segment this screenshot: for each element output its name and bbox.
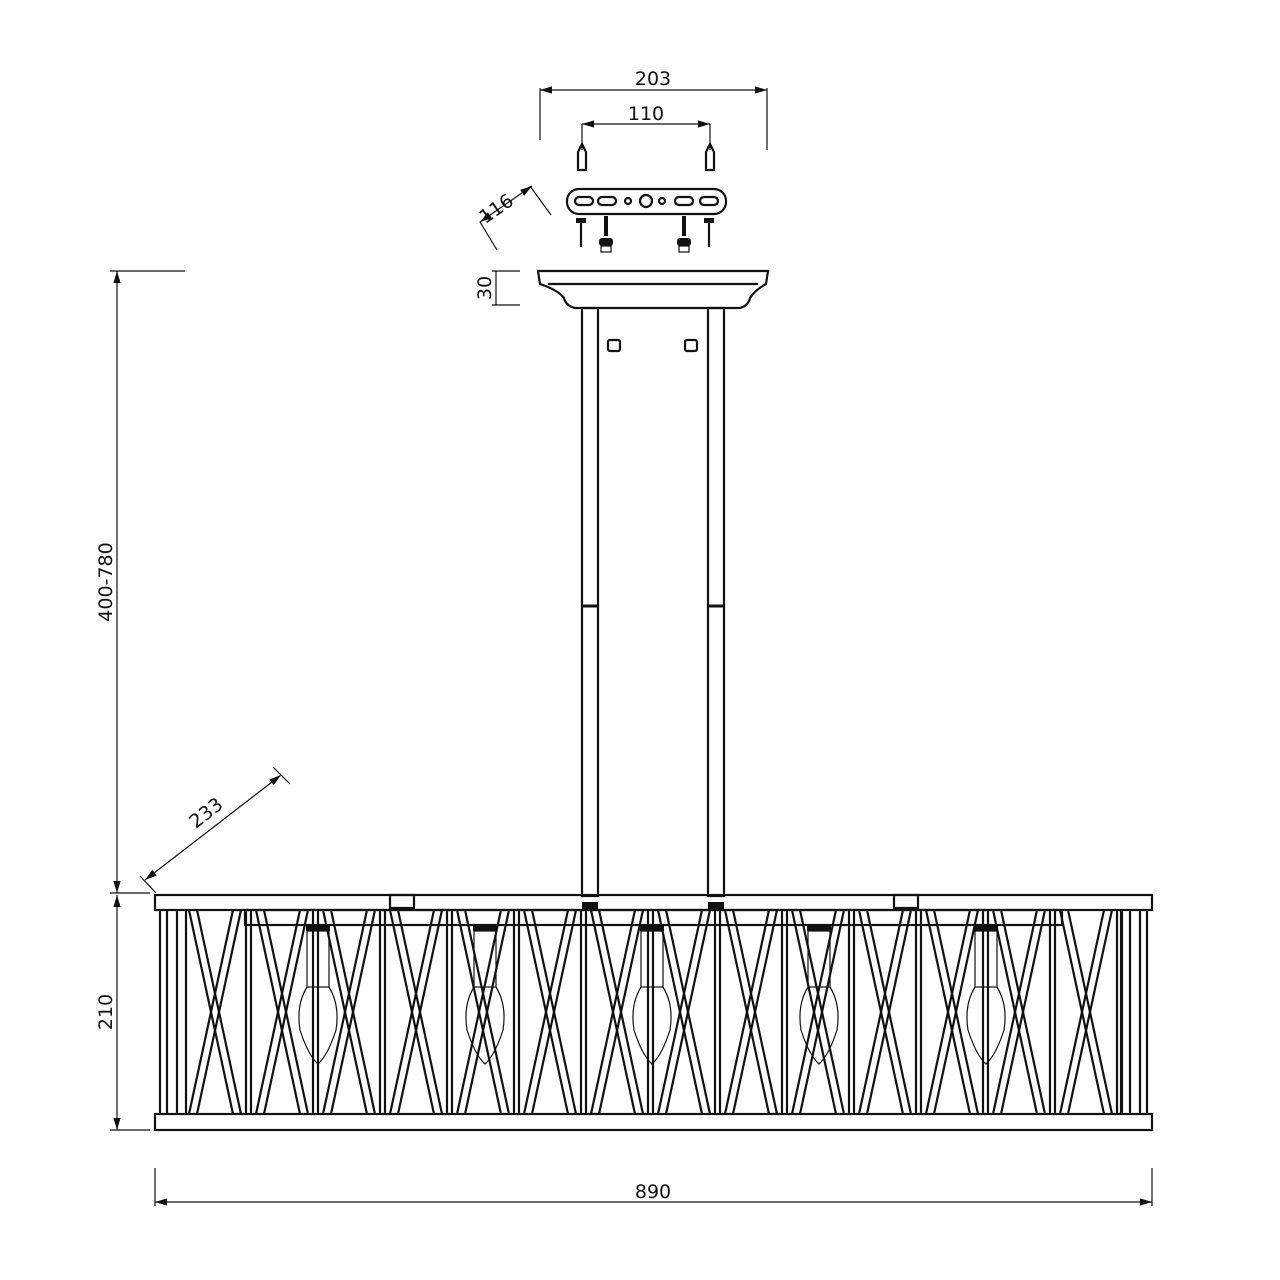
dimension-label: 203 [635,68,671,90]
dimension-mount-width: 203 [539,68,768,150]
bulb-icon [465,926,505,1065]
diagonal-rod [1058,909,1106,1115]
diagonal-rod [187,909,235,1115]
diagonal-rod [798,909,846,1115]
bulb-glass [966,986,1006,1065]
cross-rod-pair [723,909,779,1115]
dimension-suspension-height: 400-780 [95,270,185,894]
cross-rod-pair [790,909,846,1115]
diagonal-rod [321,909,369,1115]
diagonal-rod [329,909,377,1115]
diagonal-rod [195,909,243,1115]
diagonal-rod [262,909,310,1115]
diagonal-rod [254,909,302,1115]
bulb-glass [632,986,672,1065]
chandelier-shade [158,908,1149,1115]
bulbs [298,926,1006,1065]
diagonal-rod [924,909,972,1115]
bulb-glass [465,986,505,1065]
dimension-label: 233 [185,793,227,833]
dimension-total-width: 890 [154,1168,1153,1206]
dimension-label: 30 [474,276,496,300]
diagonal-rod [530,909,578,1115]
suspension-rods [580,306,726,898]
socket [974,930,998,988]
socket-cap [640,926,664,931]
dimension-shade-depth: 233 [139,766,291,894]
diagonal-rod [790,909,838,1115]
dimension-mount-depth: 116 [475,185,552,251]
bulb-glass [298,986,338,1065]
ceiling-canopy [536,269,770,310]
cross-rod-pair [924,909,980,1115]
cross-rod-pair [656,909,712,1115]
diagonal-rod [597,909,645,1115]
dimension-screw-spacing: 110 [581,103,711,150]
diagonal-rod [731,909,779,1115]
dimension-canopy-height: 30 [474,270,520,306]
diagonal-rod [723,909,771,1115]
socket-cap [974,926,998,931]
dimension-label: 890 [635,1181,671,1203]
bulb-icon [298,926,338,1065]
cross-rod-pair [857,909,913,1115]
socket-cap [807,926,831,931]
socket [306,930,330,988]
diagonal-rod [865,909,913,1115]
diagonal-rod [999,909,1047,1115]
screw-anchor-icon [576,141,716,253]
dimension-shade-height: 210 [95,895,150,1131]
cross-rod-pair [522,909,578,1115]
mounting-bracket [565,187,728,216]
shade-frame [153,893,1154,1132]
socket [807,930,831,988]
diagonal-rod [1066,909,1114,1115]
socket-cap [306,926,330,931]
cross-rod-pair [991,909,1047,1115]
diagonal-rod [664,909,712,1115]
diagonal-rod [932,909,980,1115]
dimension-label: 210 [95,994,117,1030]
cross-rod-pair [321,909,377,1115]
bulb-icon [799,926,839,1065]
diagonal-rod [991,909,1039,1115]
socket [473,930,497,988]
diagonal-rod [857,909,905,1115]
bulb-icon [632,926,672,1065]
diagonal-rod [388,909,436,1115]
dimension-label: 400-780 [95,542,117,621]
cross-rod-pair [455,909,511,1115]
dimension-label: 116 [475,190,517,229]
cross-rod-pair [388,909,444,1115]
bulb-icon [966,926,1006,1065]
socket-cap [473,926,497,931]
dimension-label: 110 [628,103,664,125]
cross-rod-pair [187,909,243,1115]
socket [640,930,664,988]
cross-rod-pair [589,909,645,1115]
diagonal-rod [656,909,704,1115]
diagonal-rod [522,909,570,1115]
cross-rod-pair [254,909,310,1115]
diagonal-rod [396,909,444,1115]
diagonal-rod [463,909,511,1115]
cross-rod-pair [1058,909,1114,1115]
bulb-glass [799,986,839,1065]
diagonal-rod [589,909,637,1115]
diagonal-rod [455,909,503,1115]
